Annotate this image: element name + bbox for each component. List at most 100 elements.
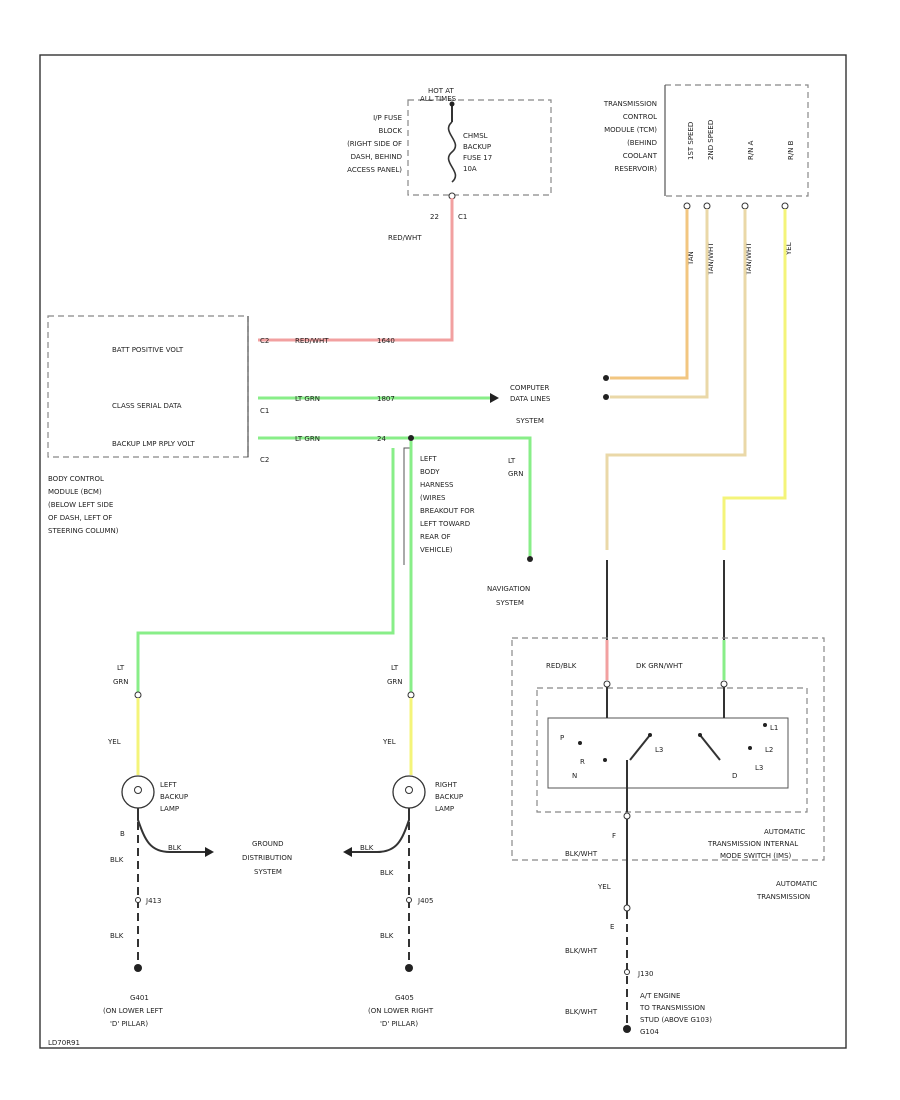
bcm-pin-1: C2 [260, 337, 269, 345]
bcm-wire-label-3: LT GRN [295, 435, 320, 443]
left-ground-arrow [205, 847, 214, 857]
switch-pos-n: N [572, 772, 577, 780]
fuse-pin-top: 22 [430, 213, 439, 221]
tcm-wire-3: TAN/WHT [745, 242, 753, 276]
switch-wire-bottom2: YEL [597, 883, 611, 891]
right-lamp-ground-wire2: BLK [380, 932, 394, 940]
left-lamp-pin-b: B [120, 830, 125, 838]
fuse-block-label-3: (RIGHT SIDE OF [347, 140, 402, 148]
trans-box [511, 637, 825, 861]
left-ground-label-1: G401 [130, 994, 149, 1002]
tcm-label-1: TRANSMISSION [603, 100, 657, 108]
bcm-pin-2: C1 [260, 407, 269, 415]
left-lamp-label-1: LEFT [160, 781, 177, 789]
bcm-row-1: BATT POSITIVE VOLT [112, 346, 184, 354]
bcm-box [47, 315, 249, 458]
fuse-block-box [407, 99, 552, 196]
right-lamp-splice [406, 897, 412, 903]
bcm-pin-3: C2 [260, 456, 269, 464]
wire-tan-wht-rn [605, 209, 747, 550]
right-lamp-bulb [392, 775, 426, 809]
fuse-hot-at-times: ALL TIMES [420, 95, 457, 103]
bcm-row-3: BACKUP LMP RPLY VOLT [112, 440, 195, 448]
nav-terminal-dot [527, 556, 533, 562]
ims-label-1: AUTOMATIC [764, 828, 805, 836]
bcm-circuit-2: 1807 [377, 395, 395, 403]
switch-pin-left [603, 680, 611, 688]
switch-ground-label-3: STUD (ABOVE G103) [640, 1016, 712, 1024]
switch-pos-d: D [732, 772, 737, 780]
switch-wire-bottom3: BLK/WHT [565, 947, 598, 955]
tcm-pin-dot-3 [741, 202, 749, 210]
harness-bracket [403, 447, 412, 565]
switch-ground [623, 1025, 631, 1033]
splice-dot [408, 435, 414, 441]
fuse-wire-label: RED/WHT [388, 234, 422, 242]
switch-pos-l3a: L3 [655, 746, 663, 754]
harness-note-6: LEFT TOWARD [420, 520, 470, 528]
bcm-label-4: OF DASH, LEFT OF [48, 514, 112, 522]
right-ground-label-1: G405 [395, 994, 414, 1002]
wire-tan-wht-2nd [610, 209, 709, 399]
left-lamp-splice [135, 897, 141, 903]
tcm-pin-4: R/N B [787, 140, 795, 160]
wire-tan-1st [610, 209, 689, 380]
switch-ground-label-4: G104 [640, 1028, 659, 1036]
switch-blade-1 [629, 734, 651, 761]
ims-box [536, 687, 808, 813]
tcm-label-3: MODULE (TCM) [604, 126, 657, 134]
fuse-name-2: BACKUP [463, 143, 491, 151]
switch-pos-r: R [580, 758, 585, 766]
left-lamp-label-2: BACKUP [160, 793, 188, 801]
left-lamp-bulb [121, 775, 155, 809]
left-lamp-filament [134, 786, 142, 794]
fuse-name-3: FUSE 17 [463, 154, 492, 162]
tcm-wire-1: TAN [687, 251, 695, 266]
bcm-label-2: MODULE (BCM) [48, 488, 102, 496]
trans-label-1: AUTOMATIC [776, 880, 817, 888]
right-lamp-ground-wire-label: BLK [380, 869, 394, 877]
switch-pos-l1: L1 [770, 724, 778, 732]
fuse-block-label-5: ACCESS PANEL) [347, 166, 402, 174]
ims-label-3: MODE SWITCH (IMS) [720, 852, 792, 860]
bcm-label-1: BODY CONTROL [48, 475, 104, 483]
switch-splice-label: J130 [637, 970, 653, 978]
left-lamp-ground-wire2: BLK [110, 932, 124, 940]
tcm-label-5: COOLANT [623, 152, 658, 160]
switch-wire-bottom: BLK/WHT [565, 850, 598, 858]
switch-blade-2 [699, 734, 721, 761]
tcm-pin-3: R/N A [747, 140, 755, 160]
left-lamp-label-3: LAMP [160, 805, 179, 813]
data-link-label-1: COMPUTER [510, 384, 549, 392]
fuse-name-1: CHMSL [463, 132, 488, 140]
switch-ground-label-1: A/T ENGINE [640, 992, 680, 1000]
bcm-label-5: STEERING COLUMN) [48, 527, 119, 535]
tcm-pin-1: 1ST SPEED [687, 122, 695, 160]
left-ground-label-3: 'D' PILLAR) [110, 1020, 148, 1028]
fuse-block-label-4: DASH, BEHIND [351, 153, 402, 161]
harness-note-7: REAR OF [420, 533, 451, 541]
left-ground-label-2: (ON LOWER LEFT [103, 1007, 164, 1015]
tcm-pin-dot-4 [781, 202, 789, 210]
tcm-wire-4: YEL [785, 242, 793, 256]
switch-contact-1 [578, 741, 582, 745]
tcm-box [665, 84, 809, 197]
switch-pin-f [623, 812, 631, 820]
fuse-pin-bottom: C1 [458, 213, 467, 221]
switch-pos-l2: L2 [765, 746, 773, 754]
harness-note-8: VEHICLE) [420, 546, 453, 554]
ims-label-2: TRANSMISSION INTERNAL [707, 840, 798, 848]
nav-label-1: NAVIGATION [487, 585, 530, 593]
right-lamp-wire-mid: YEL [382, 738, 396, 746]
switch-contact-4 [698, 733, 702, 737]
fuse-name-4: 10A [463, 165, 477, 173]
switch-contact-2 [603, 758, 607, 762]
left-lamp-wire-top-2: GRN [113, 678, 129, 686]
switch-pos-l3b: L3 [755, 764, 763, 772]
right-lamp-wire-top-1: LT [391, 664, 399, 672]
harness-note-3: HARNESS [420, 481, 454, 489]
right-lamp-splice-label: J405 [417, 897, 433, 905]
wire-red-wht [258, 198, 454, 342]
left-ground-dist-wire: BLK [168, 844, 182, 852]
